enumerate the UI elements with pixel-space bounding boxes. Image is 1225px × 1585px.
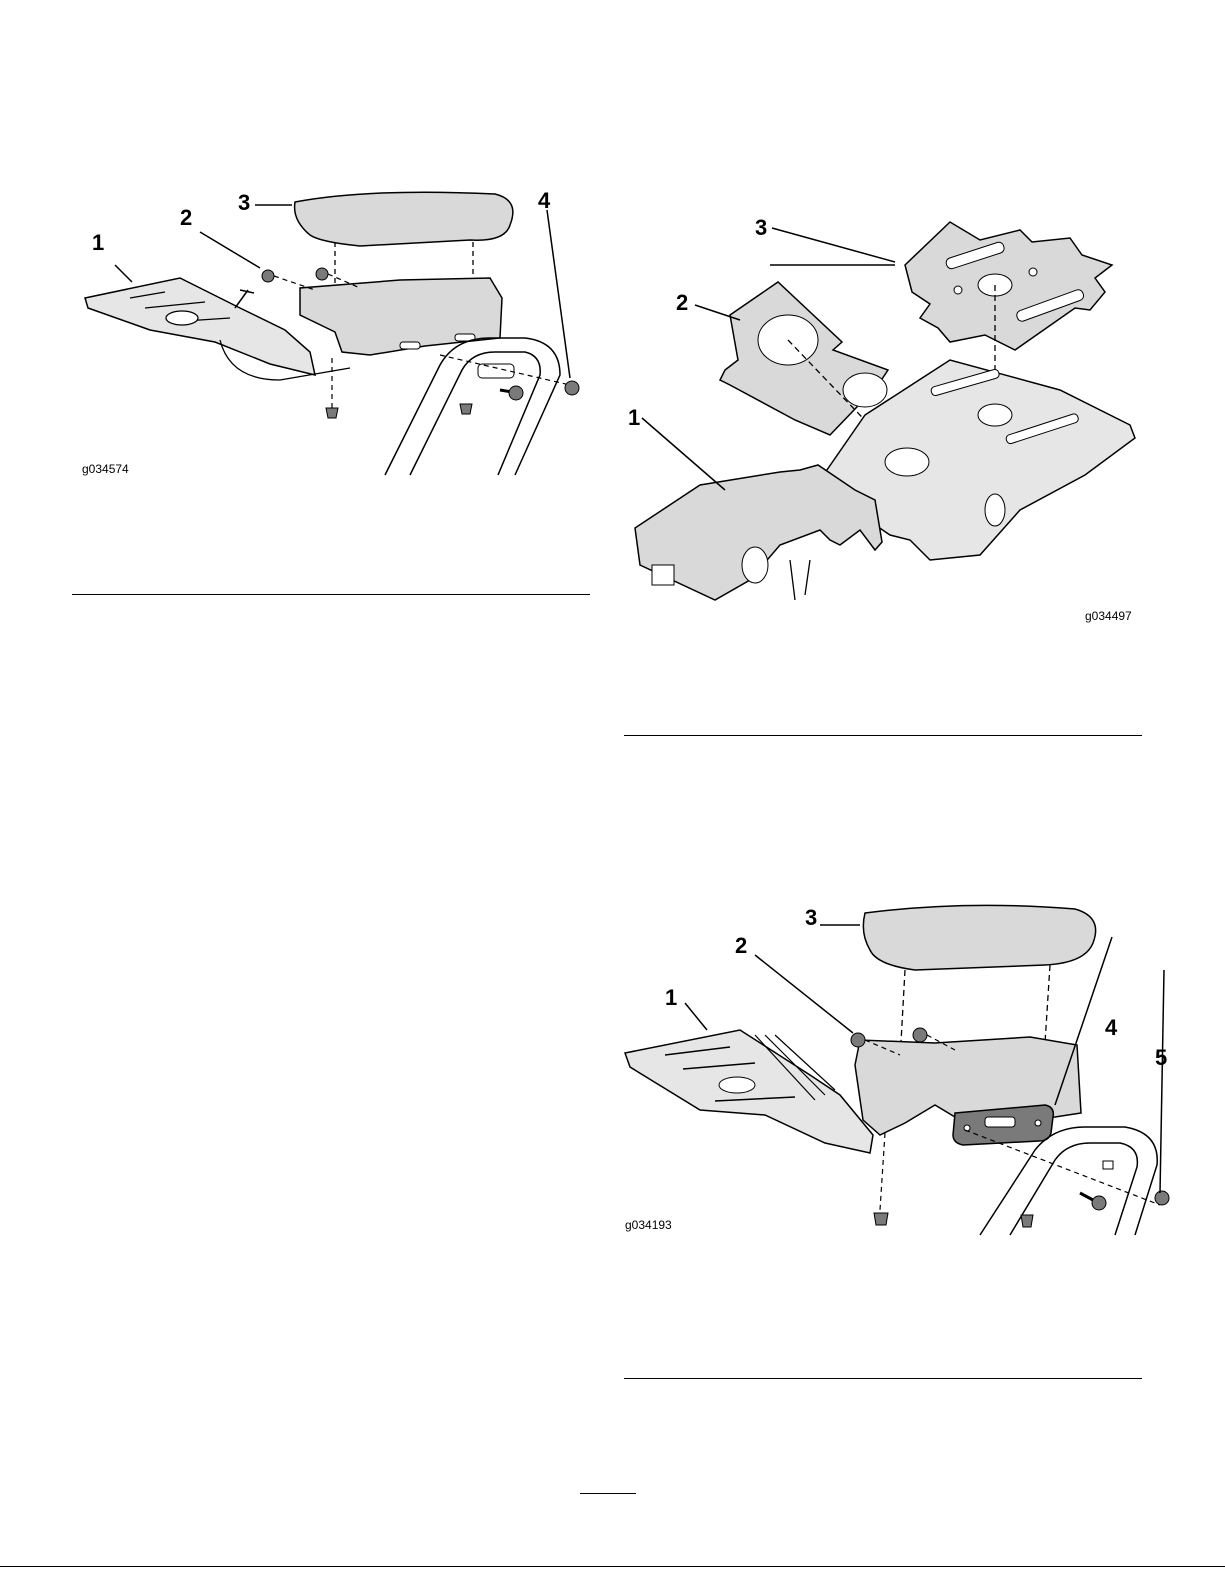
flange-nut (1021, 1215, 1033, 1227)
figure-1-rule (72, 594, 590, 595)
armrest-pad (863, 905, 1095, 970)
figure-armrest-install-right: 1 2 3 4 5 g034193 (615, 895, 1175, 1240)
bolt-head (1155, 1191, 1169, 1205)
callout-1: 1 (92, 230, 104, 255)
armrest-pad (295, 192, 513, 246)
callout-4: 4 (538, 188, 551, 213)
figure-3-rule (624, 1378, 1142, 1379)
nut (913, 1028, 927, 1042)
callout-1: 1 (628, 405, 640, 430)
bolt (1080, 1193, 1093, 1200)
page-number-rule (580, 1493, 636, 1494)
figure-id: g034574 (82, 462, 129, 476)
flange-nut (460, 404, 472, 414)
figure-id: g034193 (625, 1218, 672, 1232)
callout-3: 3 (755, 215, 767, 240)
callout-2: 2 (676, 290, 688, 315)
callout-5: 5 (1155, 1045, 1167, 1070)
callout-3: 3 (805, 905, 817, 930)
figure-plate-shims: 3 2 1 g034497 (620, 200, 1145, 630)
figure-armrest-install-left: 1 2 3 4 g034574 (70, 180, 590, 490)
flange-nut (326, 408, 338, 418)
nut (851, 1033, 865, 1047)
nut (262, 270, 274, 282)
figure-id: g034497 (1085, 609, 1132, 623)
callout-2: 2 (735, 933, 747, 958)
callout-4: 4 (1105, 1015, 1118, 1040)
figure-1-drawing: 1 2 3 4 g034574 (70, 180, 590, 490)
figure-2-drawing: 3 2 1 g034497 (620, 200, 1145, 630)
figure-3-drawing: 1 2 3 4 5 g034193 (615, 895, 1175, 1240)
mounting-plate (85, 278, 315, 375)
callout-2: 2 (180, 205, 192, 230)
page-bottom-rule (0, 1566, 1225, 1567)
callout-1: 1 (665, 985, 677, 1010)
nut (316, 268, 328, 280)
callout-3: 3 (238, 190, 250, 215)
figure-2-rule (624, 735, 1142, 736)
flange-nut (874, 1213, 888, 1225)
bolt-head (565, 381, 579, 395)
